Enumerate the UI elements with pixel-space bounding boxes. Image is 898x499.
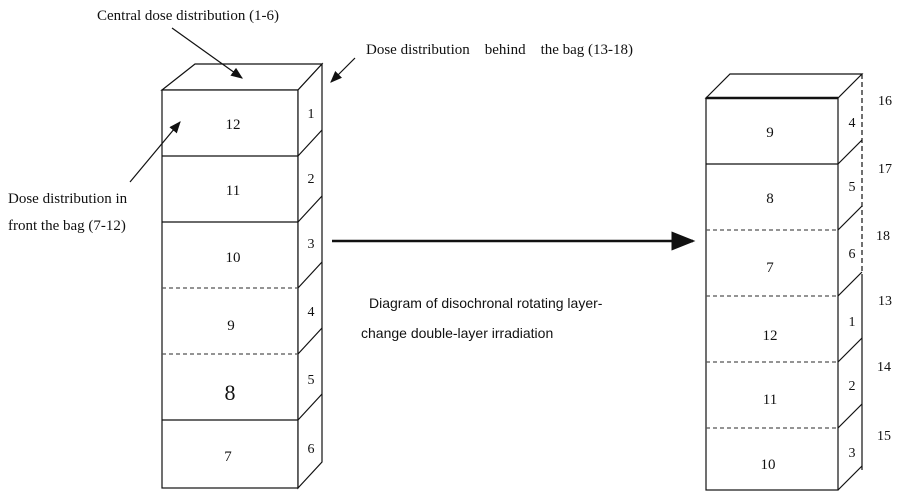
central-dose-label: Central dose distribution (1-6) [97,8,280,24]
right-front-number: 8 [766,191,774,207]
left-side-number: 2 [308,172,315,187]
left-side-number: 3 [308,237,315,252]
diagram-caption-line1: Diagram of disochronal rotating layer- [369,295,603,311]
left-side-numbers: 1 2 3 4 5 6 [308,107,315,457]
right-side-divider [837,271,863,297]
left-stack-front-face [161,89,299,489]
left-front-number: 11 [226,183,240,199]
right-outer-numbers: 16 17 18 13 14 15 [876,94,892,444]
left-front-number: 12 [226,117,241,133]
right-front-number: 9 [766,125,774,141]
right-front-number: 11 [763,392,777,408]
left-front-number: 7 [224,449,232,465]
right-outer-number: 13 [878,294,892,309]
right-side-number: 3 [849,446,856,461]
left-stack-top-face [160,63,324,91]
right-side-numbers: 4 5 6 1 2 3 [849,116,856,461]
left-front-number: 10 [226,250,241,266]
right-outer-number: 17 [878,162,892,177]
right-stack-top-face [704,73,864,99]
right-side-number: 5 [849,180,856,195]
right-side-divider [837,205,863,231]
behind-bag-label: Dose distribution behind the bag (13-18) [366,42,634,58]
front-pointer-arrow [129,121,181,183]
right-front-number: 7 [766,260,774,276]
left-side-number: 5 [308,373,315,388]
right-front-numbers: 9 8 7 12 11 10 [761,125,778,473]
right-outer-number: 16 [878,94,892,109]
left-side-number: 6 [308,442,315,457]
right-stack [704,73,864,491]
left-side-divider [297,393,323,421]
left-front-number: 9 [227,318,235,334]
right-side-number: 6 [849,247,856,262]
right-front-number: 12 [763,328,778,344]
right-side-divider [837,337,863,363]
left-side-divider [297,327,323,355]
behind-pointer-arrow [330,57,356,83]
left-side-number: 4 [308,305,315,320]
left-side-divider [297,261,323,289]
right-stack-side-edge [837,465,863,491]
right-side-number: 1 [849,315,856,330]
left-side-divider [297,195,323,223]
central-pointer-arrow [171,27,243,79]
front-bag-label-line1: Dose distribution in [8,191,128,207]
right-side-number: 4 [849,116,856,131]
diagram-caption-line2: change double-layer irradiation [361,325,554,341]
left-side-number: 1 [308,107,315,122]
left-stack-side-face [297,62,323,490]
right-outer-number: 15 [877,429,891,444]
right-front-number: 10 [761,457,776,473]
left-stack [160,62,324,490]
left-front-numbers: 12 11 10 9 8 7 [224,117,240,465]
left-front-number: 8 [225,380,236,405]
right-stack-front-face [705,97,839,491]
right-side-number: 2 [849,379,856,394]
right-outer-number: 18 [876,229,890,244]
right-side-divider [837,139,863,165]
right-side-divider [837,403,863,429]
left-side-divider [297,129,323,157]
right-outer-number: 14 [877,360,891,375]
front-bag-label-line2: front the bag (7-12) [8,218,126,234]
